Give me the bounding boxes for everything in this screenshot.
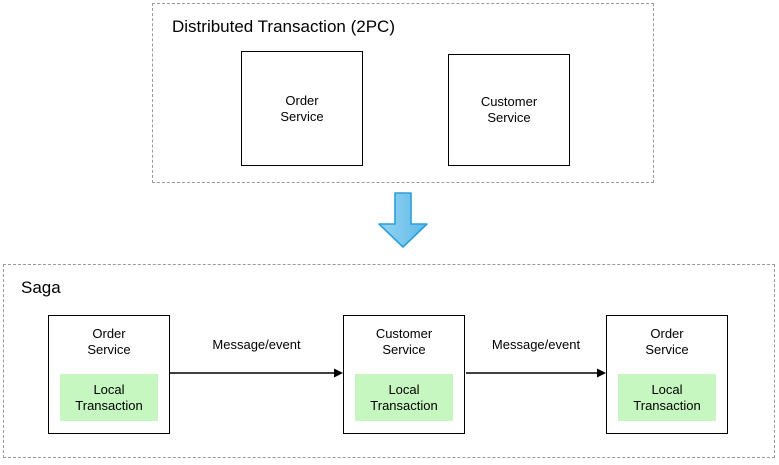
- service-box-label: Order Service: [280, 92, 324, 124]
- service-box-label: Customer Service: [480, 94, 538, 125]
- local-transaction-badge: Local Transaction: [60, 374, 158, 421]
- service-box-order-service-2pc: Order Service: [241, 51, 363, 166]
- saga-group-title: Saga: [21, 278, 61, 297]
- distributed-transaction-group: [152, 3, 654, 183]
- distributed-transaction-group-title: Distributed Transaction (2PC): [172, 17, 395, 36]
- connector-arrow-2: [466, 367, 607, 379]
- saga-box-title: Customer Service: [375, 326, 433, 357]
- local-transaction-badge: Local Transaction: [355, 374, 453, 421]
- local-transaction-badge: Local Transaction: [618, 374, 716, 421]
- saga-box-customer-service: Customer Service Local Transaction: [343, 315, 465, 434]
- connector-label-1: Message/event: [212, 337, 301, 352]
- saga-box-title: Order Service: [87, 326, 131, 357]
- saga-box-order-service-2: Order Service Local Transaction: [606, 315, 728, 434]
- service-box-customer-service-2pc: Customer Service: [448, 54, 570, 166]
- connector-label-2: Message/event: [491, 337, 581, 352]
- saga-group: [3, 264, 775, 458]
- saga-box-title: Order Service: [645, 326, 689, 357]
- down-arrow-icon: [377, 192, 429, 248]
- connector-arrow-1: [170, 367, 344, 379]
- saga-box-order-service-1: Order Service Local Transaction: [48, 315, 170, 434]
